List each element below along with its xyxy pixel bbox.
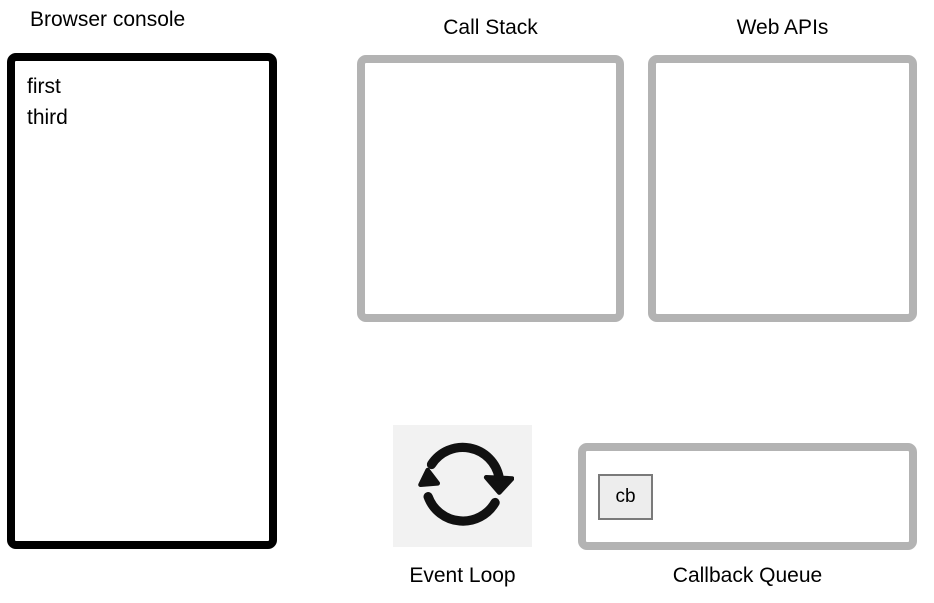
callback-queue-item: cb <box>598 473 653 520</box>
callback-queue-box: cb <box>578 443 917 550</box>
circular-arrows-icon <box>412 433 514 540</box>
console-log-line: third <box>27 106 68 129</box>
web-apis-box <box>648 55 917 322</box>
browser-console-box: first third <box>7 53 277 549</box>
callback-queue-label: Callback Queue <box>672 564 823 587</box>
event-loop-label: Event Loop <box>409 564 516 587</box>
call-stack-box <box>357 55 624 322</box>
event-loop-icon-box <box>393 425 532 547</box>
call-stack-label: Call Stack <box>443 16 538 39</box>
console-log-line: first <box>27 75 61 98</box>
browser-console-label: Browser console <box>30 8 186 31</box>
web-apis-label: Web APIs <box>736 16 829 39</box>
